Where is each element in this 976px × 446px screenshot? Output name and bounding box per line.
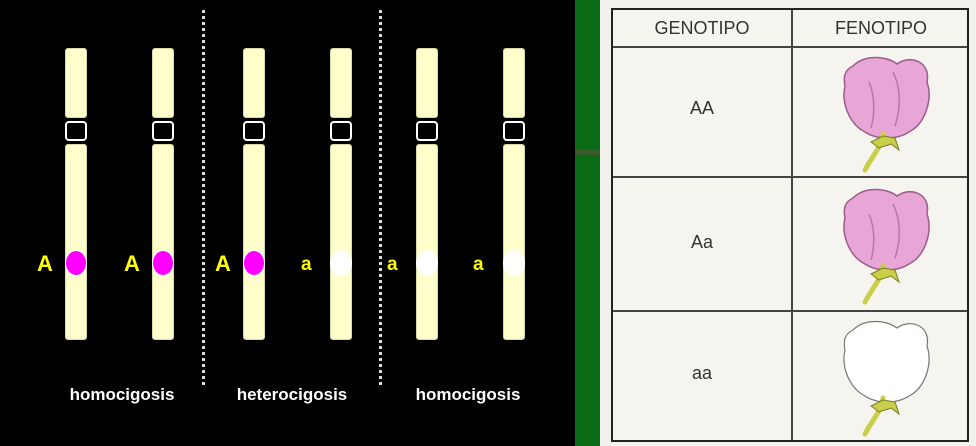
- allele-label: a: [301, 254, 312, 275]
- header-phenotype: FENOTIPO: [834, 18, 927, 38]
- white-flower: [843, 320, 930, 437]
- centromere: [152, 121, 174, 141]
- centromere: [243, 121, 265, 141]
- dotted-divider: [379, 10, 382, 385]
- dominant-gene: [152, 250, 174, 276]
- chromosome: [152, 48, 174, 340]
- centromere: [65, 121, 87, 141]
- allele-label: A: [37, 251, 53, 276]
- column-divider: [791, 10, 793, 440]
- header-genotype: GENOTIPO: [654, 18, 750, 38]
- recessive-gene: [330, 250, 352, 276]
- chromosome: [65, 48, 87, 340]
- centromere: [503, 121, 525, 141]
- genotype-cell: aa: [691, 363, 713, 383]
- zygosity-label: homocigosis: [415, 385, 521, 404]
- allele-label: A: [124, 251, 140, 276]
- genotype-cell: AA: [689, 98, 714, 118]
- centromere: [416, 121, 438, 141]
- pink-flower: [843, 188, 930, 305]
- row-divider: [613, 176, 967, 178]
- zygosity-label: homocigosis: [69, 385, 175, 404]
- chromosome: [330, 48, 352, 340]
- chromosome: [416, 48, 438, 340]
- dominant-gene: [65, 250, 87, 276]
- chromosome: [503, 48, 525, 340]
- row-divider: [613, 310, 967, 312]
- allele-label: A: [215, 251, 231, 276]
- recessive-gene: [503, 250, 525, 276]
- recessive-gene: [416, 250, 438, 276]
- allele-label: a: [473, 254, 484, 275]
- chromosome: [243, 48, 265, 340]
- chromosome-diagram: A A A a a a homocigosis heterocigosis ho…: [0, 0, 575, 446]
- genotype-phenotype-table: GENOTIPO FENOTIPO AA Aa aa: [611, 8, 969, 442]
- centromere: [330, 121, 352, 141]
- allele-label: a: [387, 254, 398, 275]
- dominant-gene: [243, 250, 265, 276]
- pink-flower: [843, 56, 930, 173]
- zygosity-label: heterocigosis: [236, 385, 348, 404]
- separator-strip: [575, 0, 600, 446]
- row-divider: [613, 46, 967, 48]
- genotype-cell: Aa: [690, 232, 714, 252]
- dotted-divider: [202, 10, 205, 385]
